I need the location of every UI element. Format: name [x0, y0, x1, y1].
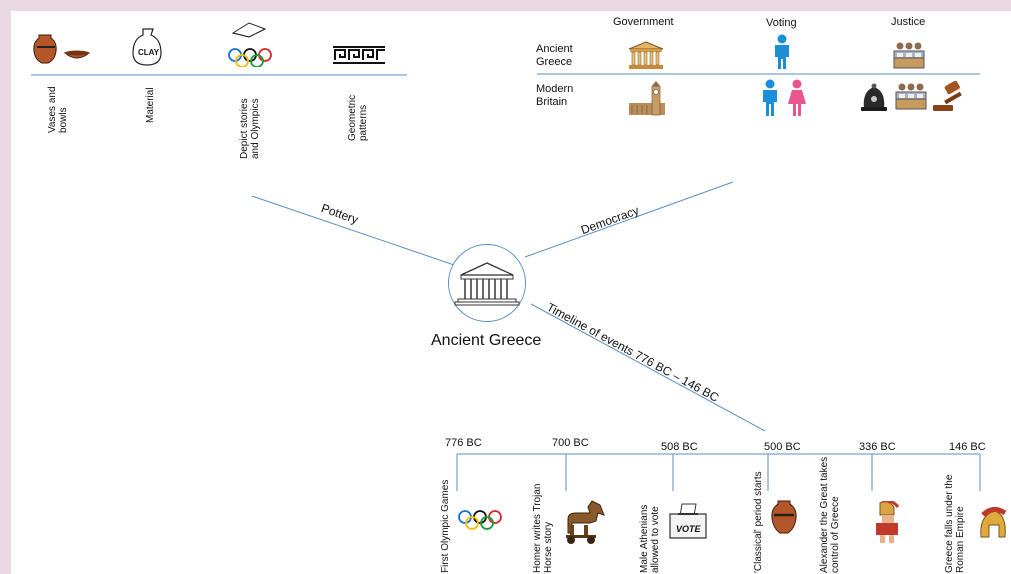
police-helmet-icon: [861, 83, 887, 111]
connector-lines: [31, 73, 981, 491]
timeline-date-776: 776 BC: [445, 437, 482, 449]
row-label-modern-britain: Modern Britain: [536, 83, 574, 108]
row-label-ancient-greece: Ancient Greece: [536, 43, 573, 68]
ballot-box-icon: [669, 503, 707, 539]
pottery-label-vases: Vases and bowls: [47, 86, 69, 133]
timeline-event-776: First Olympic Games: [440, 479, 451, 573]
timeline-event-500: 'Classical' period starts: [753, 471, 764, 573]
democracy-branch-line: [524, 181, 734, 258]
timeline-date-336: 336 BC: [859, 441, 896, 453]
roman-helmet-icon: [980, 507, 1007, 538]
gavel-icon: [933, 81, 962, 111]
vase-icon: [33, 34, 91, 64]
timeline-event-700: Homer writes Trojan Horse story: [532, 483, 554, 573]
timeline-date-500: 500 BC: [764, 441, 801, 453]
timeline-branch-line: [530, 303, 766, 432]
olympic-rings-icon: [228, 22, 272, 67]
center-node: [448, 244, 526, 322]
timeline-event-146: Greece falls under the Roman Empire: [944, 474, 966, 573]
jury-icon: [895, 83, 927, 110]
timeline-date-146: 146 BC: [949, 441, 986, 453]
mind-map: Ancient Greece Pottery Democracy Timelin…: [11, 11, 1011, 574]
timeline-event-336: Alexander the Great takes control of Gre…: [819, 456, 841, 573]
greek-key-pattern-icon: [333, 46, 385, 64]
timeline-date-700: 700 BC: [552, 437, 589, 449]
pottery-label-geometric: Geometric patterns: [347, 94, 369, 141]
ballot-box-text: VOTE: [676, 524, 701, 534]
pottery-label-stories: Depict stories and Olympics: [239, 98, 261, 159]
center-title: Ancient Greece: [431, 332, 542, 349]
vase-icon: [771, 500, 797, 534]
man-and-woman-voters-icon: [763, 79, 806, 116]
pottery-branch-line: [251, 195, 461, 268]
man-voter-icon: [775, 34, 789, 69]
pottery-label-material: Material: [145, 87, 156, 123]
olympic-rings-icon: [458, 510, 502, 530]
clay-bag-text: CLAY: [138, 48, 160, 57]
column-header-voting: Voting: [766, 17, 797, 29]
big-ben-icon: [629, 81, 665, 116]
column-header-government: Government: [613, 16, 674, 28]
temple-icon: [454, 262, 520, 306]
spartan-warrior-icon: [876, 501, 900, 543]
timeline-event-508: Male Athenians allowed to vote: [639, 504, 661, 573]
timeline-date-508: 508 BC: [661, 441, 698, 453]
column-header-justice: Justice: [891, 16, 926, 28]
parthenon-icon: [628, 41, 664, 69]
trojan-horse-icon: [566, 500, 605, 544]
jury-icon: [893, 42, 925, 69]
clay-bag-icon: [132, 28, 162, 66]
